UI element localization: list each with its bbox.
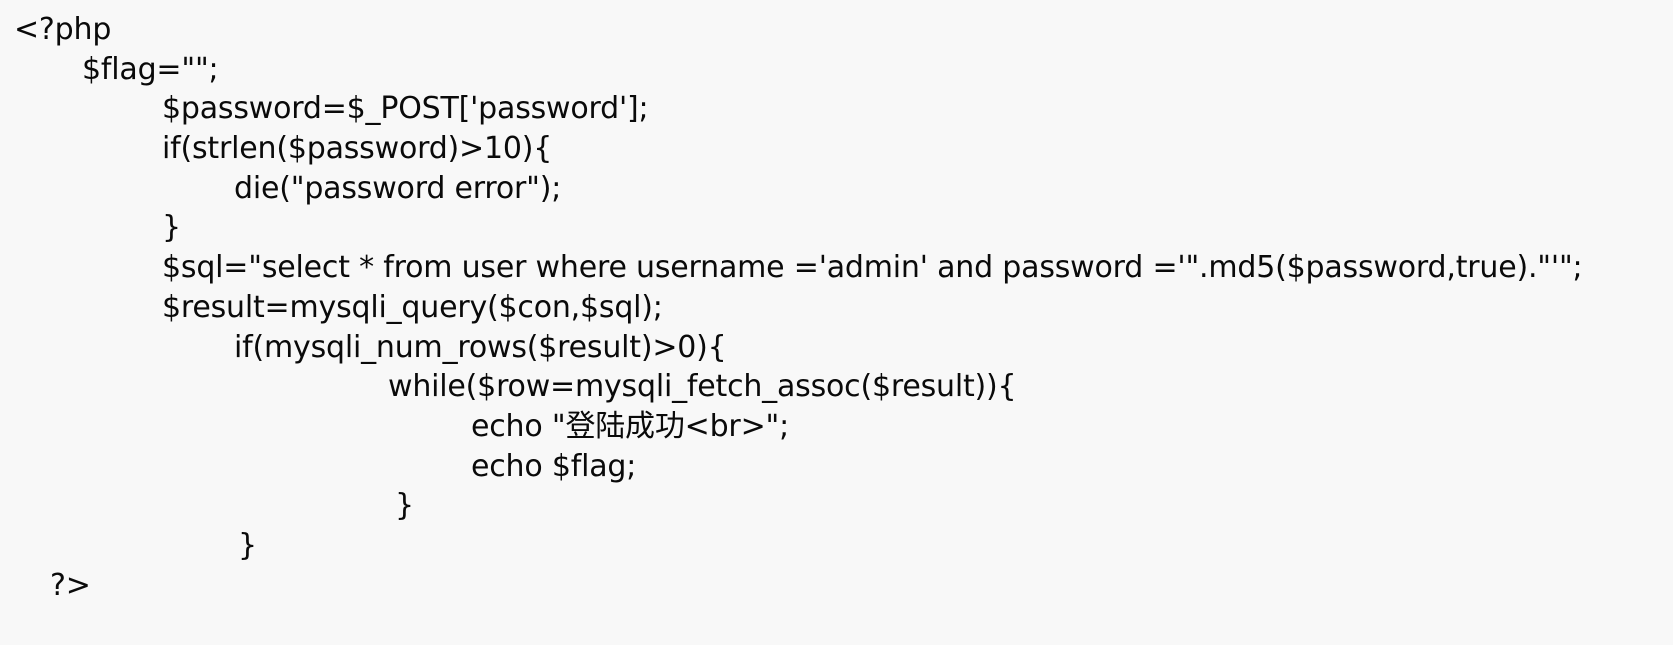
code-line-1: <?php — [14, 12, 112, 47]
code-line-5: die("password error"); — [234, 170, 562, 206]
code-line-14: } — [238, 527, 257, 563]
code-line-2: $flag=""; — [82, 51, 219, 87]
code-line-8: $result=mysqli_query($con,$sql); — [162, 289, 663, 325]
code-line-13: } — [395, 488, 414, 524]
code-line-15: ?> — [50, 567, 91, 603]
code-line-7: $sql="select * from user where username … — [162, 250, 1583, 286]
code-line-6: } — [162, 210, 181, 246]
code-line-12: echo $flag; — [471, 448, 637, 484]
code-line-4: if(strlen($password)>10){ — [162, 131, 553, 167]
code-line-10: while($row=mysqli_fetch_assoc($result)){ — [388, 369, 1017, 405]
code-line-9: if(mysqli_num_rows($result)>0){ — [234, 329, 727, 365]
code-line-11: echo "登陆成功<br>"; — [471, 408, 790, 444]
code-line-3: $password=$_POST['password']; — [162, 91, 649, 127]
